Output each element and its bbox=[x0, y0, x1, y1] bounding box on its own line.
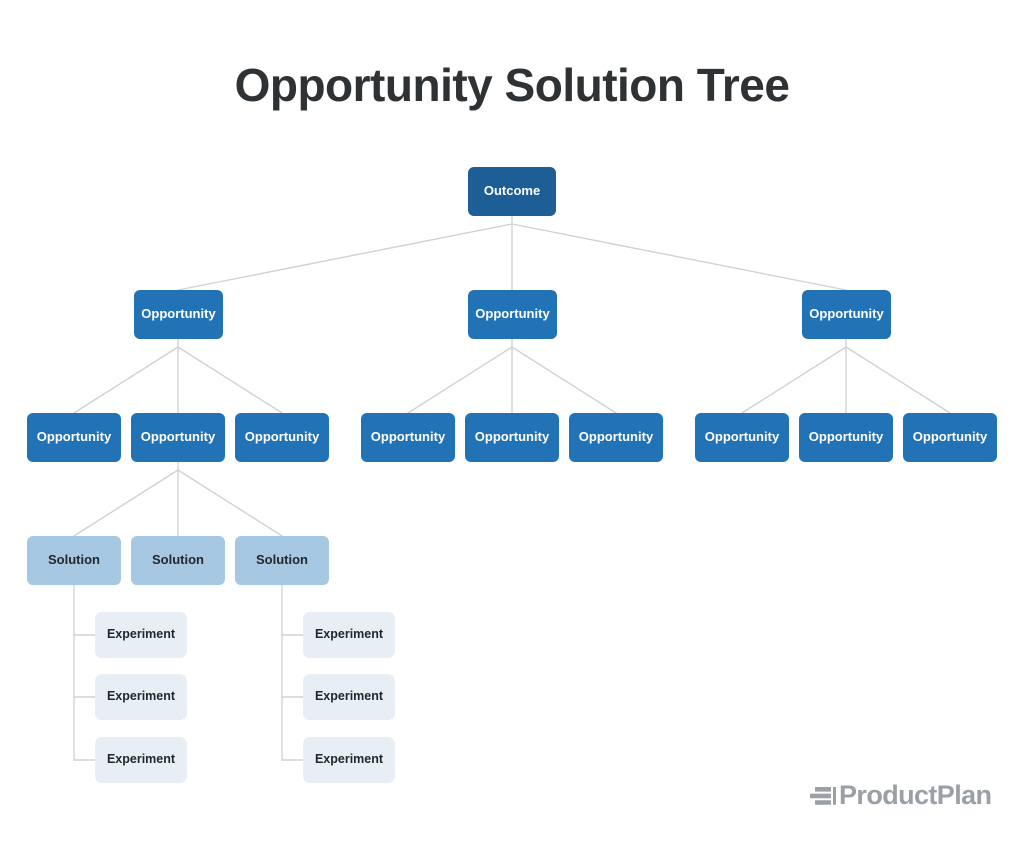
productplan-logo: ProductPlan bbox=[810, 780, 992, 811]
node-label: Opportunity bbox=[36, 429, 112, 445]
node-label: Experiment bbox=[314, 627, 384, 642]
node-opp-3[interactable]: Opportunity bbox=[802, 290, 891, 339]
node-opp-3-3[interactable]: Opportunity bbox=[903, 413, 997, 462]
node-label: Opportunity bbox=[475, 306, 550, 322]
node-sol-2[interactable]: Solution bbox=[131, 536, 225, 585]
node-label: Opportunity bbox=[809, 306, 884, 322]
node-opp-2-3[interactable]: Opportunity bbox=[569, 413, 663, 462]
node-opp-3-1[interactable]: Opportunity bbox=[695, 413, 789, 462]
node-label: Experiment bbox=[314, 752, 384, 767]
node-label: Experiment bbox=[106, 689, 176, 704]
edge-opp-1-2-2 bbox=[177, 469, 283, 537]
node-opp-1-3[interactable]: Opportunity bbox=[235, 413, 329, 462]
edge-opp-1-2 bbox=[177, 346, 283, 414]
node-opp-1[interactable]: Opportunity bbox=[134, 290, 223, 339]
node-label: Opportunity bbox=[244, 429, 320, 445]
brand-name: ProductPlan bbox=[839, 780, 992, 810]
edge-outcome-2 bbox=[511, 223, 847, 291]
node-exp-3-1[interactable]: Experiment bbox=[303, 612, 395, 658]
edge-opp-1-0 bbox=[73, 346, 179, 414]
node-label: Opportunity bbox=[704, 429, 780, 445]
node-opp-3-2[interactable]: Opportunity bbox=[799, 413, 893, 462]
node-opp-2-1[interactable]: Opportunity bbox=[361, 413, 455, 462]
edge-opp-1-2-0 bbox=[73, 469, 179, 537]
edge-outcome-0 bbox=[177, 223, 513, 291]
node-label: Opportunity bbox=[140, 429, 216, 445]
node-opp-1-2[interactable]: Opportunity bbox=[131, 413, 225, 462]
node-label: Opportunity bbox=[141, 306, 216, 322]
node-exp-1-3[interactable]: Experiment bbox=[95, 737, 187, 783]
node-label: Opportunity bbox=[370, 429, 446, 445]
node-label: Outcome bbox=[483, 183, 541, 199]
node-exp-1-2[interactable]: Experiment bbox=[95, 674, 187, 720]
node-exp-3-2[interactable]: Experiment bbox=[303, 674, 395, 720]
node-sol-3[interactable]: Solution bbox=[235, 536, 329, 585]
node-sol-1[interactable]: Solution bbox=[27, 536, 121, 585]
node-label: Experiment bbox=[106, 627, 176, 642]
node-label: Solution bbox=[256, 552, 308, 568]
page-title: Opportunity Solution Tree bbox=[234, 59, 790, 111]
node-label: Opportunity bbox=[808, 429, 884, 445]
node-label: Opportunity bbox=[578, 429, 654, 445]
node-label: Opportunity bbox=[474, 429, 550, 445]
node-opp-1-1[interactable]: Opportunity bbox=[27, 413, 121, 462]
node-exp-1-1[interactable]: Experiment bbox=[95, 612, 187, 658]
node-label: Solution bbox=[152, 552, 204, 568]
node-label: Solution bbox=[48, 552, 100, 568]
edge-opp-2-2 bbox=[511, 346, 617, 414]
edge-opp-3-2 bbox=[845, 346, 951, 414]
node-label: Opportunity bbox=[912, 429, 988, 445]
node-label: Experiment bbox=[106, 752, 176, 767]
node-label: Experiment bbox=[314, 689, 384, 704]
node-outcome[interactable]: Outcome bbox=[468, 167, 556, 216]
node-opp-2-2[interactable]: Opportunity bbox=[465, 413, 559, 462]
node-opp-2[interactable]: Opportunity bbox=[468, 290, 557, 339]
node-exp-3-3[interactable]: Experiment bbox=[303, 737, 395, 783]
stacked-bars-icon bbox=[810, 786, 836, 805]
edge-opp-2-0 bbox=[407, 346, 513, 414]
edge-opp-3-0 bbox=[741, 346, 847, 414]
